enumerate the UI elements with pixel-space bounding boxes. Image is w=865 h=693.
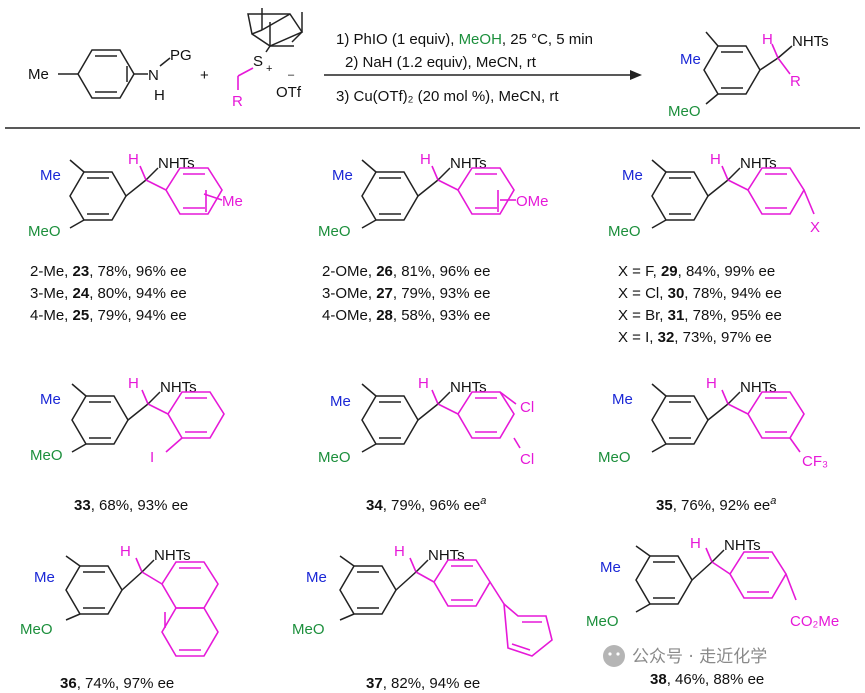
entry-26: 2-OMe, 26, 81%, 96% ee: [322, 263, 490, 280]
product-general-structure: Me MeO H NHTs R: [668, 31, 829, 120]
entry-28: 4-OMe, 28, 58%, 93% ee: [322, 307, 490, 324]
entry-27: 3-OMe, 27, 79%, 93% ee: [322, 285, 490, 302]
chloro-label-3: Cl: [520, 399, 534, 416]
me-label: Me: [34, 569, 55, 586]
condition-step-3: 3) Cu(OTf)₂ (20 mol %), MeCN, rt: [336, 88, 559, 105]
r-group-label: R: [232, 93, 243, 110]
entries-26-28: 2-OMe, 26, 81%, 96% ee 3-OMe, 27, 79%, 9…: [322, 263, 490, 324]
meo-label: MeO: [28, 223, 61, 240]
meo-label: MeO: [608, 223, 641, 240]
product-nhts-label: NHTs: [792, 33, 829, 50]
ring-me-label: Me: [222, 193, 243, 210]
nhts-label: NHTs: [160, 379, 197, 396]
h-label: H: [128, 151, 139, 168]
h-label: H: [420, 151, 431, 168]
nhts-label: NHTs: [740, 379, 777, 396]
me-label: Me: [40, 391, 61, 408]
product-me-label: Me: [680, 51, 701, 68]
h-label: H: [710, 151, 721, 168]
me-label: Me: [332, 167, 353, 184]
structure-35: Me MeO H NHTs CF₃: [598, 375, 828, 470]
product-r-label: R: [790, 73, 801, 90]
sulfonium-charge: +: [266, 63, 272, 75]
meo-label: MeO: [20, 621, 53, 638]
entry-38: 38, 46%, 88% ee: [650, 671, 764, 688]
condition-step-1: 1) PhIO (1 equiv), MeOH, 25 °C, 5 min: [336, 31, 593, 48]
triflate-charge: –: [288, 69, 295, 81]
nhts-label: NHTs: [450, 155, 487, 172]
product-meo-label: MeO: [668, 103, 701, 120]
meo-label: MeO: [318, 223, 351, 240]
structure-38: Me MeO H NHTs CO₂Me: [586, 535, 839, 630]
me-label: Me: [600, 559, 621, 576]
meo-label: MeO: [318, 449, 351, 466]
methyl-ester-label: CO₂Me: [790, 613, 839, 630]
entry-35: 35, 76%, 92% eea: [656, 495, 776, 514]
entry-36: 36, 74%, 97% ee: [60, 675, 174, 692]
nitrogen-label: N: [148, 67, 159, 84]
nh-hydrogen-label: H: [154, 87, 165, 104]
reactant-sulfonamide: Me N PG H: [28, 47, 192, 104]
entry-30: X = Cl, 30, 78%, 94% ee: [618, 285, 782, 302]
nhts-label: NHTs: [740, 155, 777, 172]
reaction-conditions: 1) PhIO (1 equiv), MeOH, 25 °C, 5 min 2)…: [324, 31, 642, 105]
me-label: Me: [306, 569, 327, 586]
nhts-label: NHTs: [158, 155, 195, 172]
wechat-icon: [603, 645, 625, 667]
meo-label: MeO: [586, 613, 619, 630]
nhts-label: NHTs: [154, 547, 191, 564]
structure-34: Me MeO H NHTs Cl Cl: [318, 375, 534, 468]
entry-32: X = I, 32, 73%, 97% ee: [618, 329, 772, 346]
structure-36: Me MeO H NHTs: [20, 543, 219, 657]
nhts-label: NHTs: [724, 537, 761, 554]
structure-23-25: Me MeO H NHTs Me: [28, 151, 243, 240]
structure-37: Me MeO H NHTs: [292, 543, 553, 657]
h-label: H: [706, 375, 717, 392]
entry-25: 4-Me, 25, 79%, 94% ee: [30, 307, 187, 324]
iodo-label: I: [150, 449, 154, 466]
entry-33: 33, 68%, 93% ee: [74, 497, 188, 514]
methyl-label: Me: [28, 66, 49, 83]
h-label: H: [394, 543, 405, 560]
me-label: Me: [622, 167, 643, 184]
entry-34: 34, 79%, 96% eea: [366, 495, 486, 514]
entry-23: 2-Me, 23, 78%, 96% ee: [30, 263, 187, 280]
h-label: H: [418, 375, 429, 392]
meo-label: MeO: [30, 447, 63, 464]
h-label: H: [690, 535, 701, 552]
me-label: Me: [612, 391, 633, 408]
meo-label: MeO: [292, 621, 325, 638]
entry-31: X = Br, 31, 78%, 95% ee: [618, 307, 782, 324]
ring-ome-label: OMe: [516, 193, 549, 210]
sulfur-label: S: [253, 53, 263, 70]
entry-29: X = F, 29, 84%, 99% ee: [618, 263, 775, 280]
entry-24: 3-Me, 24, 80%, 94% ee: [30, 285, 187, 302]
product-h-label: H: [762, 31, 773, 48]
entries-29-32: X = F, 29, 84%, 99% ee X = Cl, 30, 78%, …: [618, 263, 782, 346]
trifluoromethyl-label: CF₃: [802, 453, 828, 470]
me-label: Me: [40, 167, 61, 184]
x-label: X: [810, 219, 820, 236]
structure-29-32: Me MeO H NHTs X: [608, 151, 820, 240]
triflate-label: OTf: [276, 84, 302, 101]
chloro-label-4: Cl: [520, 451, 534, 468]
plus-sign: +: [200, 67, 209, 84]
structure-33: Me MeO H NHTs I: [30, 375, 225, 466]
watermark: 公众号 · 走近化学: [603, 645, 767, 667]
sulfonium-salt-camphor: S + R – OTf: [232, 8, 304, 110]
protecting-group-label: PG: [170, 47, 192, 64]
h-label: H: [128, 375, 139, 392]
nhts-label: NHTs: [450, 379, 487, 396]
meo-label: MeO: [598, 449, 631, 466]
condition-step-2: 2) NaH (1.2 equiv), MeCN, rt: [345, 54, 537, 71]
watermark-text: 公众号 · 走近化学: [632, 647, 767, 667]
h-label: H: [120, 543, 131, 560]
entry-37: 37, 82%, 94% ee: [366, 675, 480, 692]
structure-26-28: Me MeO H NHTs OMe: [318, 151, 549, 240]
me-label: Me: [330, 393, 351, 410]
entries-23-25: 2-Me, 23, 78%, 96% ee 3-Me, 24, 80%, 94%…: [30, 263, 187, 324]
